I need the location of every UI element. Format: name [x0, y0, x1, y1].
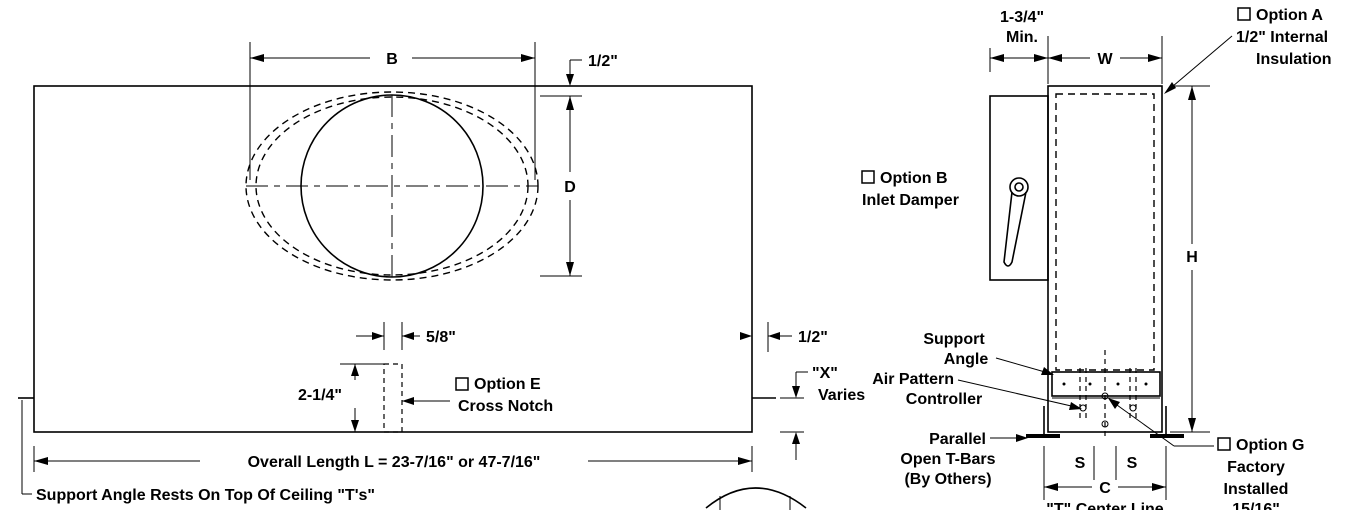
- arrow-icon: [792, 432, 800, 444]
- arrow-icon: [566, 262, 574, 276]
- parallel-label-3: (By Others): [904, 471, 991, 488]
- option-b-checkbox: [861, 170, 875, 184]
- arrow-icon: [1108, 398, 1120, 409]
- apc-knob-bottom: [1101, 420, 1109, 428]
- arrow-icon: [1152, 483, 1166, 491]
- option-e-checkbox: [455, 377, 469, 391]
- air-pattern-label: Air Pattern: [872, 371, 954, 388]
- option-g-leader: [1109, 399, 1175, 447]
- arrow-icon: [566, 96, 574, 110]
- support-angle-label-2: Angle: [944, 351, 989, 368]
- internal-insulation: [1055, 93, 1155, 371]
- apc-knob-right: [1129, 404, 1137, 412]
- apc-knob-center: [1101, 392, 1109, 400]
- option-e-desc: Cross Notch: [458, 398, 553, 415]
- arrow-icon: [768, 332, 780, 340]
- half-right-label: 1/2": [798, 329, 828, 346]
- arrow-icon: [1044, 483, 1058, 491]
- arrow-icon: [1148, 54, 1162, 62]
- inlet-collar: [989, 95, 1049, 281]
- arrow-icon: [1164, 82, 1176, 94]
- h-label: H: [1186, 249, 1198, 266]
- option-a-desc: 1/2" Internal: [1236, 29, 1328, 46]
- arrow-icon: [792, 386, 800, 398]
- arrow-icon: [402, 332, 414, 340]
- two-quarter-label: 2-1/4": [298, 387, 342, 404]
- arrow-icon: [738, 457, 752, 465]
- option-a-desc2: Insulation: [1256, 51, 1332, 68]
- t-center-label: "T" Center Line: [1046, 501, 1164, 510]
- arrow-icon: [34, 457, 48, 465]
- option-g-desc2: Installed: [1224, 481, 1289, 498]
- x-varies-label: Varies: [818, 387, 865, 404]
- option-g-checkbox: [1217, 437, 1231, 451]
- option-e-label: Option E: [474, 376, 541, 393]
- air-pattern-leader: [957, 379, 1081, 409]
- arrow-icon: [1069, 402, 1082, 410]
- arrow-icon: [521, 54, 535, 62]
- overall-length-label: Overall Length L = 23-7/16" or 47-7/16": [248, 454, 541, 471]
- parallel-label-2: Open T-Bars: [900, 451, 995, 468]
- half-top-label: 1/2": [588, 53, 618, 70]
- arrow-icon: [250, 54, 264, 62]
- front-view: B 1/2" D 5/8" 2-1/4": [18, 42, 865, 504]
- option-b-desc: Inlet Damper: [862, 192, 959, 209]
- arrow-icon: [1188, 418, 1196, 432]
- side-view: 1-3/4" Min. W Option A 1/2" Internal Ins…: [861, 7, 1332, 510]
- arrow-icon: [1041, 367, 1054, 375]
- air-pattern-label-2: Controller: [906, 391, 982, 408]
- t-bar-right-flange: [1150, 434, 1184, 438]
- arrow-icon: [351, 420, 359, 432]
- s-left-label: S: [1075, 455, 1086, 472]
- support-angle-label: Support: [923, 331, 985, 348]
- damper-handle: [1003, 191, 1027, 267]
- support-angle: [1051, 371, 1161, 397]
- support-rests-label: Support Angle Rests On Top Of Ceiling "T…: [36, 487, 375, 504]
- arrow-icon: [1188, 86, 1196, 100]
- b-label: B: [386, 51, 398, 68]
- fifteen-sixteenths-label: 15/16": [1232, 501, 1280, 510]
- arrow-icon: [351, 364, 359, 376]
- five-eighths-label: 5/8": [426, 329, 456, 346]
- option-a-leader: [1165, 35, 1233, 93]
- s-right-label: S: [1127, 455, 1138, 472]
- min-label: 1-3/4": [1000, 9, 1044, 26]
- min-label-2: Min.: [1006, 29, 1038, 46]
- t-bar-left-flange: [1026, 434, 1060, 438]
- option-a-label: Option A: [1256, 7, 1323, 24]
- option-g-label: Option G: [1236, 437, 1304, 454]
- c-label: C: [1099, 480, 1111, 497]
- cross-notch: [383, 363, 403, 433]
- arrow-icon: [1034, 54, 1048, 62]
- w-label: W: [1097, 51, 1113, 68]
- option-g-desc: Factory: [1227, 459, 1285, 476]
- housing-outline: [33, 85, 753, 433]
- arrow-icon: [740, 332, 752, 340]
- option-a-checkbox: [1237, 7, 1251, 21]
- x-label: "X": [812, 365, 838, 382]
- arrow-icon: [1016, 434, 1028, 442]
- detail-circle-partial: [705, 487, 807, 510]
- parallel-label: Parallel: [929, 431, 986, 448]
- apc-knob-left: [1079, 404, 1087, 412]
- arrow-icon: [402, 397, 414, 405]
- damper-pivot-inner: [1014, 182, 1024, 192]
- arrow-icon: [990, 54, 1004, 62]
- arrow-icon: [1048, 54, 1062, 62]
- option-b-label: Option B: [880, 170, 948, 187]
- arrow-icon: [372, 332, 384, 340]
- d-label: D: [564, 179, 576, 196]
- damper-pivot: [1009, 177, 1029, 197]
- arrow-icon: [566, 74, 574, 86]
